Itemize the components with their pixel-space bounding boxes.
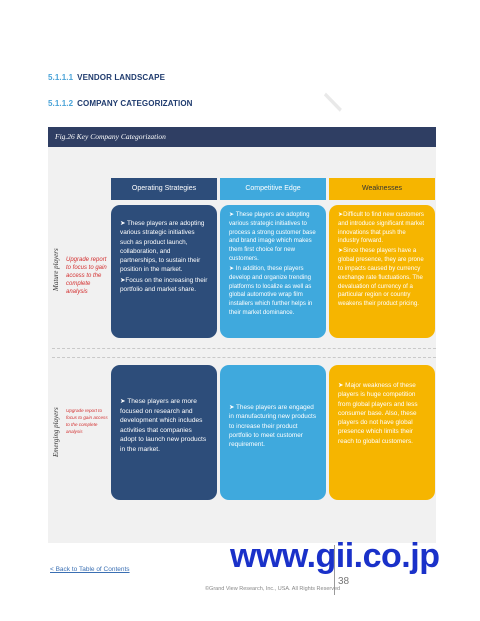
row-divider <box>52 357 436 358</box>
footer-divider <box>334 545 335 595</box>
column-header-competitive-edge: Competitive Edge <box>220 178 326 200</box>
figure-caption: Fig.26 Key Company Categorization <box>48 127 436 147</box>
cell-emerging-weaknesses: ➤ Major weakness of these players is hug… <box>329 365 435 500</box>
cell-paragraph: ➤ In addition, these players develop and… <box>229 264 313 317</box>
watermark-glyph: / <box>317 89 350 116</box>
cell-emerging-operating-strategies: ➤ These players are more focused on rese… <box>111 365 217 500</box>
column-header-operating-strategies: Operating Strategies <box>111 178 217 200</box>
upgrade-report-note[interactable]: Upgrade report to focus to gain access t… <box>66 408 108 434</box>
row-title: Mature players <box>52 248 60 292</box>
copyright-notice: ©Grand View Research, Inc., USA. All Rig… <box>205 586 341 592</box>
cell-paragraph: ➤ These players are adopting various str… <box>229 211 316 263</box>
cell-paragraph: ➤ These players are adopting various str… <box>120 220 205 274</box>
cell-mature-competitive-edge: ➤ These players are adopting various str… <box>220 205 326 338</box>
section-number: 5.1.1.2 <box>48 99 74 108</box>
cell-paragraph: ➤Focus on the increasing their portfolio… <box>120 276 208 293</box>
upgrade-report-note[interactable]: Upgrade report to focus to gain access t… <box>66 257 107 296</box>
cell-paragraph: ➤Since these players have a global prese… <box>338 247 424 308</box>
section-number: 5.1.1.1 <box>48 73 74 82</box>
cell-paragraph: ➤ These players are more focused on rese… <box>120 398 207 453</box>
section-title: COMPANY CATEGORIZATION <box>77 99 193 108</box>
cell-paragraph: ➤ These players are engaged in manufactu… <box>229 404 317 449</box>
row-title: Emerging players <box>52 407 60 458</box>
cell-emerging-competitive-edge: ➤ These players are engaged in manufactu… <box>220 365 326 500</box>
column-header-weaknesses: Weaknesses <box>329 178 435 200</box>
section-title: VENDOR LANDSCAPE <box>77 73 166 82</box>
cell-paragraph: ➤ Major weakness of these players is hug… <box>338 382 418 445</box>
cell-paragraph: ➤Difficult to find new customers and int… <box>338 211 425 245</box>
cell-mature-operating-strategies: ➤ These players are adopting various str… <box>111 205 217 338</box>
row-divider <box>52 348 436 349</box>
page-number: 38 <box>338 576 350 587</box>
cell-mature-weaknesses: ➤Difficult to find new customers and int… <box>329 205 435 338</box>
back-to-toc-link[interactable]: < Back to Table of Contents <box>50 566 130 573</box>
